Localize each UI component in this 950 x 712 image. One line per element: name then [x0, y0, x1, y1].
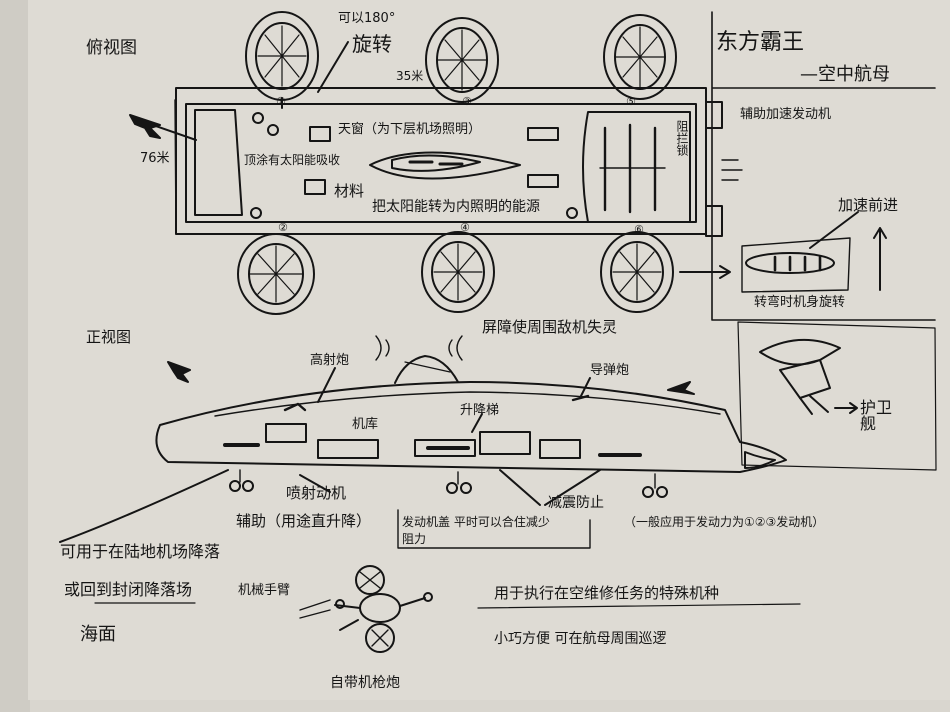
engine-4: [421, 231, 495, 313]
drone-desc-1: 用于执行在空维修任务的特殊机种: [494, 584, 720, 602]
title-frame: [711, 11, 936, 321]
engine-number-1: ①: [276, 95, 286, 108]
landing-label: 减震防止: [548, 495, 604, 511]
top-view-label: 俯视图: [86, 38, 137, 58]
accel-arrow: [873, 227, 887, 291]
missile-pointer: [579, 377, 591, 399]
drone-desc-underline: [477, 603, 801, 609]
notebook-paper: [28, 0, 950, 700]
rotate-pointer: [317, 41, 349, 93]
engine-3: [425, 17, 499, 103]
side-view-hull: [155, 335, 787, 498]
land-note-2: 或回到封闭降落场: [64, 580, 193, 599]
turn-label: 转弯时机身旋转: [754, 295, 846, 310]
landing-pointer: [499, 469, 601, 506]
engine-number-6: ⑥: [634, 223, 644, 236]
turn-arrow: [679, 265, 731, 279]
aa-pointer: [317, 367, 336, 403]
drone-icon: [299, 565, 433, 653]
material-desc: 把太阳能转为内照明的能源: [372, 199, 540, 215]
elevator-label: 升降梯: [460, 403, 500, 418]
width-label: 76米: [140, 151, 170, 166]
land-note-1: 可用于在陆地机场降落: [60, 542, 221, 561]
accel-pointer: [809, 211, 859, 249]
aux-note: 辅助（用途直升降）: [236, 512, 372, 530]
sea-label: 海面: [80, 624, 116, 645]
drone-desc-2: 小巧方便 可在航母周围巡逻: [494, 631, 667, 647]
material-label: 材料: [334, 182, 365, 200]
hatch-label: 发动机盖 平时可以合住减少阻力: [402, 515, 550, 546]
engine-5: [603, 14, 677, 100]
skylight-label: 天窗（为下层机场照明）: [338, 122, 482, 137]
accel-label: 加速前进: [838, 196, 899, 214]
gun-label: 自带机枪炮: [330, 675, 400, 691]
turn-diagram: [741, 237, 851, 293]
rotate-note: 可以180°: [338, 11, 396, 26]
jet-pointer: [299, 474, 331, 493]
aux-engine-label: 辅助加速发动机: [740, 107, 832, 122]
wheel-note: （一般应用于发动力为①②③发动机）: [624, 515, 825, 529]
hangar-label: 机库: [352, 417, 379, 432]
engine-1: [245, 11, 319, 109]
escort-label: 护卫舰: [860, 398, 893, 433]
arm-label: 机械手臂: [238, 583, 291, 598]
escort-box: [737, 321, 937, 471]
missile-label: 导弹炮: [590, 363, 630, 378]
engine-number-2: ②: [278, 221, 288, 234]
elevator-pointer: [471, 413, 483, 433]
hatch-box: [397, 509, 591, 549]
engine-2: [237, 233, 315, 315]
top-view-hull: [174, 87, 707, 235]
lock-label: 阻拦锁: [675, 120, 689, 156]
land-pointer: [59, 469, 229, 543]
aa-gun-label: 高射炮: [310, 353, 350, 368]
length-label: 35米: [396, 69, 424, 83]
rotate-label: 旋转: [352, 32, 392, 56]
aux-engines: [705, 101, 743, 237]
title-line1: 东方霸王: [716, 30, 805, 55]
engine-number-4: ④: [460, 221, 470, 234]
radar-label: 屏障使周围敌机失灵: [482, 318, 618, 336]
engine-6: [600, 231, 674, 313]
notebook-spine: [0, 0, 30, 712]
engine-number-5: ⑤: [626, 95, 636, 108]
engine-number-3: ③: [462, 95, 472, 108]
front-view-label: 正视图: [86, 328, 132, 346]
jet-engine-label: 喷射动机: [286, 484, 347, 502]
solar-label: 顶涂有太阳能吸收: [244, 153, 341, 167]
top-view-engines: [237, 11, 677, 315]
jet-icon: [129, 114, 695, 395]
title-line2: —空中航母: [800, 64, 890, 85]
